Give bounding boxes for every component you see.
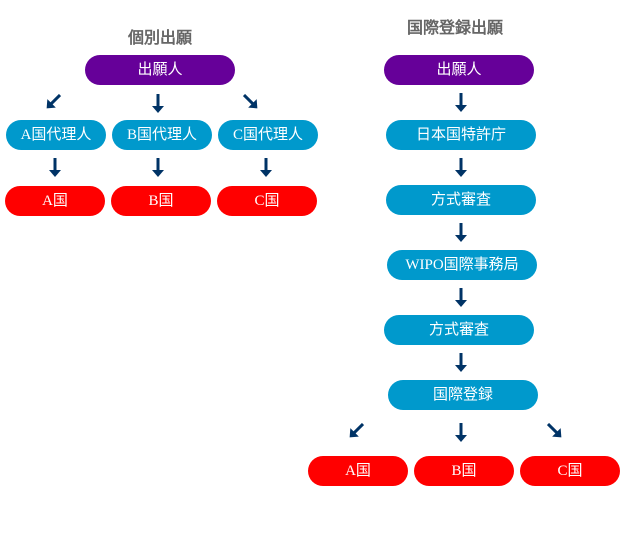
international-title: 国際登録出願 (406, 20, 503, 37)
formality-exam-step-2: 方式審査 (384, 315, 534, 345)
arrow-down-icon (454, 353, 468, 373)
arrow-down-icon (454, 423, 468, 443)
arrow-down-icon (454, 93, 468, 113)
country-c: C国 (217, 186, 317, 216)
formality-exam-step: 方式審査 (386, 185, 536, 215)
intl-country-b: B国 (414, 456, 514, 486)
arrow-down-icon (151, 158, 165, 178)
agent-a: A国代理人 (6, 120, 106, 150)
arrow-down-left-icon (41, 90, 65, 114)
arrow-down-left-icon (344, 419, 368, 443)
arrow-down-right-icon (543, 419, 567, 443)
arrow-down-icon (454, 158, 468, 178)
jpo-step: 日本国特許庁 (386, 120, 536, 150)
intl-applicant: 出願人 (384, 55, 534, 85)
individual-applicant: 出願人 (85, 55, 235, 85)
wipo-step: WIPO国際事務局 (387, 250, 537, 280)
agent-b: B国代理人 (112, 120, 212, 150)
arrow-down-icon (454, 223, 468, 243)
arrow-down-right-icon (239, 90, 263, 114)
individual-title: 個別出願 (127, 30, 192, 47)
intl-registration-step: 国際登録 (388, 380, 538, 410)
country-a: A国 (5, 186, 105, 216)
arrow-down-icon (454, 288, 468, 308)
agent-c: C国代理人 (218, 120, 318, 150)
country-b: B国 (111, 186, 211, 216)
arrow-down-icon (48, 158, 62, 178)
intl-country-c: C国 (520, 456, 620, 486)
arrow-down-icon (151, 94, 165, 114)
intl-country-a: A国 (308, 456, 408, 486)
arrow-down-icon (259, 158, 273, 178)
